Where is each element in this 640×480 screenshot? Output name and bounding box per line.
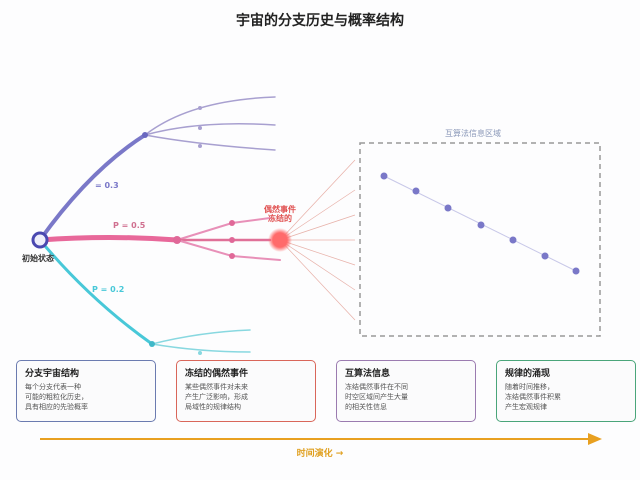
prob-label-0.5: P = 0.5: [113, 221, 146, 230]
card-line: 具有相应的先验概率: [25, 403, 88, 411]
card-title: 互算法信息: [345, 369, 391, 379]
card-line: 某些偶然事件对未来: [185, 383, 248, 391]
diagram-title: 宇宙的分支历史与概率结构: [236, 13, 404, 29]
card-line: 每个分支代表一种: [25, 383, 81, 391]
prob-label-0.3: = 0.3: [95, 181, 119, 190]
cyan-branch: [38, 238, 251, 355]
frozen-label-line1: 偶然事件: [264, 205, 296, 214]
card-line: 局域性的规律结构: [185, 403, 241, 411]
frozen-event-node: [268, 228, 292, 252]
card-title: 规律的涌现: [505, 369, 551, 379]
time-axis: [40, 433, 602, 445]
card-line: 产生广泛影响，形成: [185, 393, 248, 401]
pink-branch: [37, 217, 281, 261]
card-frozen-accidents: 冻结的偶然事件某些偶然事件对未来产生广泛影响，形成局域性的规律结构: [176, 360, 316, 422]
time-axis-label: 时间演化 →: [296, 449, 344, 459]
card-title: 分支宇宙结构: [25, 369, 80, 379]
initial-state-label: 初始状态: [22, 254, 54, 263]
region-label: 互算法信息区域: [445, 129, 501, 138]
card-branching-universe: 分支宇宙结构每个分支代表一种可能的粗粒化历史， 具有相应的先验概率: [16, 360, 156, 422]
mutual-info-region: [359, 142, 601, 337]
card-line: 冻结偶然事件积累: [505, 393, 561, 401]
card-line: 冻结偶然事件在不同: [345, 383, 408, 391]
frozen-label-line2: 冻结的: [268, 214, 292, 223]
card-line: 随着时间推移，: [505, 383, 554, 391]
card-mutual-info: 互算法信息冻结偶然事件在不同时空区域间产生大量的相关性信息: [336, 360, 476, 422]
card-line: 可能的粗粒化历史，: [25, 393, 88, 401]
card-line: 产生宏观规律: [505, 403, 547, 411]
initial-state-node: [31, 231, 49, 249]
prob-label-0.2: P = 0.2: [92, 285, 125, 294]
frozen-rays: [279, 159, 356, 321]
correlation-points: [380, 172, 580, 275]
card-line: 的相关性信息: [345, 403, 387, 411]
frozen-event-label: 偶然事件冻结的: [262, 205, 298, 223]
card-title: 冻结的偶然事件: [185, 369, 249, 379]
card-line: 时空区域间产生大量: [345, 393, 408, 401]
blue-branch: [38, 96, 276, 242]
card-emergence: 规律的涌现随着时间推移， 冻结偶然事件积累产生宏观规律: [496, 360, 636, 422]
